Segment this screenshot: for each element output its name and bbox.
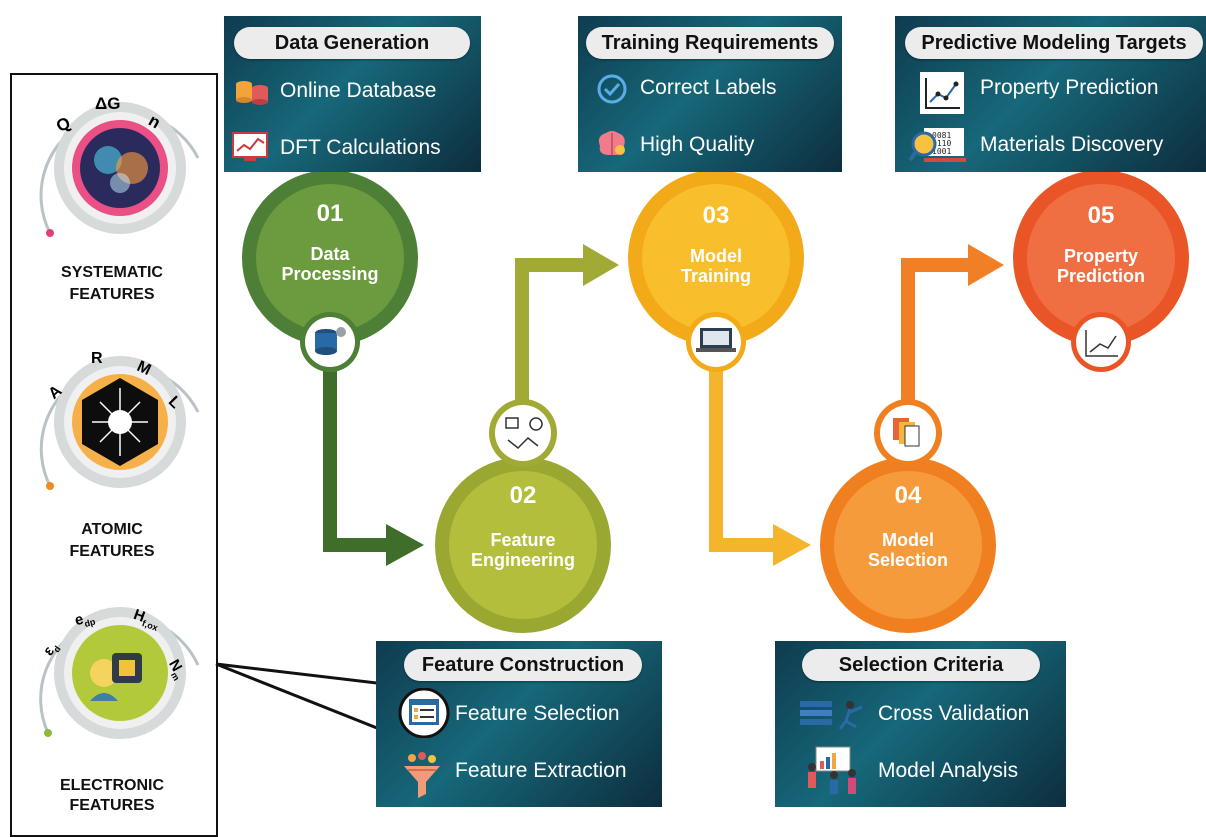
feature-selection-label: Feature Selection <box>455 702 620 725</box>
stage-04-label-line1: Model <box>882 530 934 550</box>
high-quality-label: High Quality <box>640 133 755 156</box>
electronic-caption-line2: FEATURES <box>69 797 155 814</box>
systematic-symbol-dg: ΔG <box>95 94 121 113</box>
laptop-training-icon <box>696 328 736 352</box>
line-chart-icon <box>232 132 268 161</box>
stage-02-number: 02 <box>509 482 537 509</box>
atomic-caption-line2: FEATURES <box>69 543 155 560</box>
dft-calculations-label: DFT Calculations <box>280 136 441 159</box>
database-icon <box>236 81 268 105</box>
brain-icon <box>598 131 625 155</box>
checklist-window-icon <box>398 688 450 738</box>
stage-03-label-line2: Training <box>680 266 751 286</box>
cross-validation-icon <box>800 701 863 730</box>
svg-text:0081: 0081 <box>932 131 951 140</box>
documents-hand-icon <box>893 418 920 447</box>
stage-03-label-line1: Model <box>690 246 742 266</box>
svg-text:0110: 0110 <box>932 139 951 148</box>
stage-05-number: 05 <box>1087 202 1115 229</box>
scatter-plot-icon <box>920 72 964 114</box>
atomic-caption-line1: ATOMIC <box>81 521 143 538</box>
team-analysis-icon <box>808 746 856 794</box>
arrow-03-to-04 <box>709 360 775 552</box>
engineering-sketch-icon <box>505 417 543 450</box>
stage-01-number: 01 <box>316 200 344 227</box>
arrow-02-to-03-head <box>583 244 619 286</box>
property-prediction-label: Property Prediction <box>980 76 1159 99</box>
electronic-features-graphic <box>39 607 200 739</box>
stage-02-label-line1: Feature <box>490 530 556 550</box>
systematic-caption-line1: SYSTEMATIC <box>61 264 163 281</box>
stage-04-label-line2: Selection <box>867 550 949 570</box>
data-generation-title: Data Generation <box>234 27 470 59</box>
electronic-caption-line1: ELECTRONIC <box>60 777 164 794</box>
stage-04-number: 04 <box>894 482 922 509</box>
arrow-01-to-02 <box>323 360 388 552</box>
stage-01-label-line1: Data <box>310 244 350 264</box>
funnel-icon <box>404 752 440 798</box>
connector-lines <box>215 662 403 740</box>
arrow-02-to-03 <box>515 258 585 410</box>
atomic-symbol-r: R <box>91 350 103 367</box>
feature-extraction-label: Feature Extraction <box>455 759 627 782</box>
atomic-features-graphic <box>39 356 200 490</box>
training-requirements-title: Training Requirements <box>586 27 834 59</box>
materials-discovery-label: Materials Discovery <box>980 133 1164 156</box>
selection-criteria-title: Selection Criteria <box>802 649 1040 681</box>
stage-03-number: 03 <box>702 202 730 229</box>
svg-text:1001: 1001 <box>932 147 951 156</box>
online-database-label: Online Database <box>280 79 437 102</box>
correct-labels-label: Correct Labels <box>640 76 777 99</box>
predictive-targets-title: Predictive Modeling Targets <box>905 27 1203 59</box>
scatter-plot-icon <box>1085 330 1118 357</box>
magnifier-binary-icon: 0081 0110 1001 <box>908 128 966 162</box>
stage-05-label-line1: Property <box>1063 246 1139 266</box>
arrow-04-to-05 <box>901 258 970 410</box>
stage-02-label-line2: Engineering <box>470 550 575 570</box>
database-icon <box>315 327 346 355</box>
cross-validation-label: Cross Validation <box>878 702 1030 725</box>
arrow-03-to-04-head <box>773 524 811 566</box>
workflow-diagram <box>242 170 1189 633</box>
systematic-caption-line2: FEATURES <box>69 286 155 303</box>
feature-construction-title: Feature Construction <box>404 649 642 681</box>
arrow-04-to-05-head <box>968 244 1004 286</box>
check-circle-icon <box>597 74 627 104</box>
model-analysis-label: Model Analysis <box>878 759 1019 782</box>
arrow-01-to-02-head <box>386 524 424 566</box>
stage-01-label-line2: Processing <box>281 264 379 284</box>
systematic-features-graphic <box>39 102 200 237</box>
stage-05-label-line2: Prediction <box>1056 266 1145 286</box>
